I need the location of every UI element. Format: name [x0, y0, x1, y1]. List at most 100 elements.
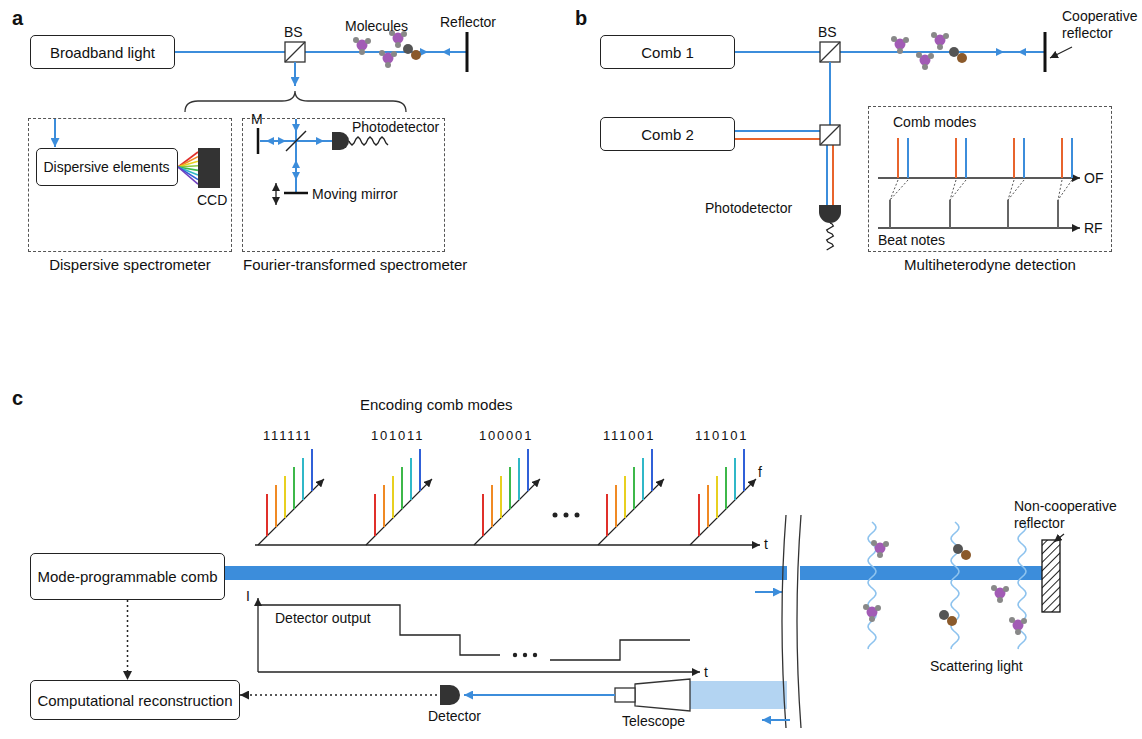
panel-c-optics — [550, 640, 690, 660]
molecules — [1009, 617, 1015, 623]
panel-c-optics — [762, 719, 790, 721]
panel-b-optics — [735, 130, 820, 132]
encoded-comb-modes — [509, 467, 511, 509]
panel-c-optics — [635, 679, 690, 711]
comb-modes-plot — [1008, 180, 1024, 200]
part-name: BS — [818, 24, 837, 41]
encoded-comb-modes — [500, 476, 502, 518]
molecules — [883, 541, 889, 547]
group-heading: Multiheterodyne detection — [869, 256, 1111, 273]
bit-code: 100001 — [479, 428, 533, 444]
encoded-comb-modes — [716, 476, 718, 518]
molecules — [391, 51, 397, 57]
axis-note: Detector output — [275, 610, 371, 627]
molecules — [1021, 618, 1027, 624]
encoded-comb-modes — [615, 485, 617, 527]
part-name: M — [251, 111, 263, 128]
encoded-comb-modes — [698, 494, 700, 536]
molecules — [931, 32, 937, 38]
molecules — [916, 52, 922, 58]
encoded-comb-modes — [293, 467, 295, 509]
encoded-comb-modes — [642, 458, 644, 500]
encoded-comb-modes — [401, 467, 403, 509]
panel-a-optics — [275, 183, 276, 205]
panel-a-optics — [294, 62, 296, 86]
molecules — [395, 42, 401, 48]
encoded-comb-modes — [302, 458, 304, 500]
encoded-comb-modes — [743, 449, 745, 491]
encoded-comb-modes — [366, 479, 432, 545]
encoded-comb-modes — [624, 476, 626, 518]
scattering-wave — [951, 522, 959, 649]
panel-b-optics — [820, 125, 840, 145]
molecules — [949, 47, 959, 57]
encoded-comb-modes — [606, 494, 608, 536]
dotted-arrow — [127, 600, 129, 680]
encoded-comb-modes — [258, 479, 324, 545]
box-label: Comb 2 — [641, 126, 694, 143]
molecules — [922, 64, 928, 70]
panel-a-optics — [54, 119, 56, 147]
comb-modes-plot — [897, 138, 899, 178]
encoded-comb-modes — [258, 449, 756, 545]
panel-c-optics — [255, 544, 760, 545]
panel-b-optics — [1050, 47, 1072, 58]
panel-b-optics — [819, 205, 841, 223]
molecules — [1003, 586, 1009, 592]
molecules — [961, 550, 971, 560]
part-name: Detector — [428, 708, 481, 725]
bit-code: 110101 — [695, 428, 748, 444]
encoded-comb-modes — [275, 485, 277, 527]
panel-c-optics — [225, 566, 1045, 580]
panel-a-optics — [257, 128, 260, 154]
molecules — [877, 552, 883, 558]
encoded-comb-modes — [284, 476, 286, 518]
comb-box: Comb 1 — [600, 35, 735, 69]
axis-label: I — [246, 588, 250, 605]
signal-wave — [349, 137, 388, 145]
panel-c-optics — [440, 685, 460, 705]
molecules — [379, 50, 385, 56]
panel-c-optics — [225, 449, 1064, 730]
panel-letter: a — [12, 6, 23, 30]
part-name: Photodetector — [352, 119, 439, 136]
comb-modes-plot — [1013, 138, 1015, 178]
encoded-comb-modes — [734, 458, 736, 500]
encoded-comb-modes — [410, 458, 412, 500]
panel-a-optics — [292, 160, 300, 168]
part-name: Scattering light — [930, 658, 1023, 675]
comb-modes-plot — [1057, 200, 1059, 228]
comb-modes-plot — [890, 138, 1072, 228]
molecules — [863, 540, 1027, 635]
molecules — [871, 540, 877, 546]
molecules — [953, 544, 963, 554]
comb-modes-plot — [907, 138, 909, 178]
panel-a-optics — [442, 48, 450, 56]
panel-c-optics — [513, 653, 517, 657]
group-heading: Dispersive spectrometer — [29, 256, 231, 273]
molecules — [939, 610, 949, 620]
process-box: Computational reconstruction — [30, 680, 240, 720]
comb-modes-plot — [950, 180, 966, 200]
panel-a-optics — [185, 91, 406, 112]
axis-label: f — [758, 464, 762, 481]
part-name: CCD — [197, 192, 227, 209]
panel-c-optics — [1054, 534, 1064, 542]
panel-c-optics — [575, 513, 580, 518]
comb-modes-plot — [1007, 200, 1009, 228]
panel-c-optics — [258, 671, 700, 672]
box-label: Mode-programmable comb — [37, 568, 217, 585]
comb-modes-plot — [1023, 138, 1025, 178]
dispersed-light — [178, 167, 198, 184]
dashed-group: Fourier-transformed spectrometer — [242, 118, 445, 252]
molecules — [869, 616, 875, 622]
molecules — [947, 616, 957, 626]
panel-c-optics — [755, 591, 782, 593]
comb-modes-plot — [1061, 138, 1063, 178]
bit-code: 101011 — [371, 428, 424, 444]
molecules — [928, 53, 934, 59]
encoded-comb-modes — [311, 449, 313, 491]
comb-box: Comb 2 — [600, 117, 735, 151]
panel-b-optics — [1018, 48, 1026, 56]
